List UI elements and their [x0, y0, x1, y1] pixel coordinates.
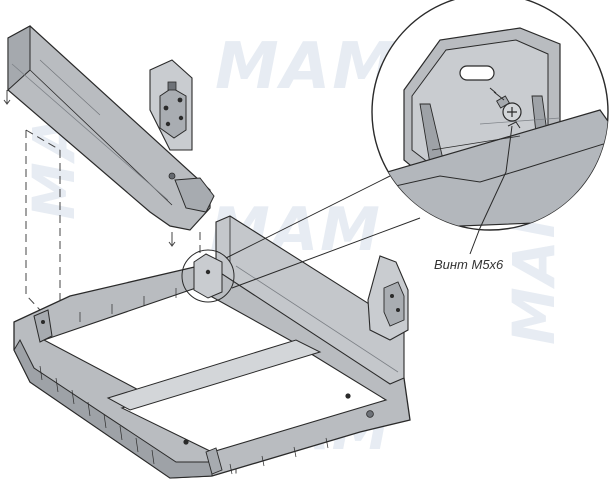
drawer-base-frame [13, 215, 411, 479]
drawer-side-runner [7, 25, 215, 231]
zoom-detail [371, 0, 609, 255]
down-arrow-icon [3, 90, 176, 247]
detail-indicator [181, 175, 421, 303]
screw-callout-label: Винт М5х6 [434, 257, 504, 272]
screw-icon [489, 87, 522, 129]
